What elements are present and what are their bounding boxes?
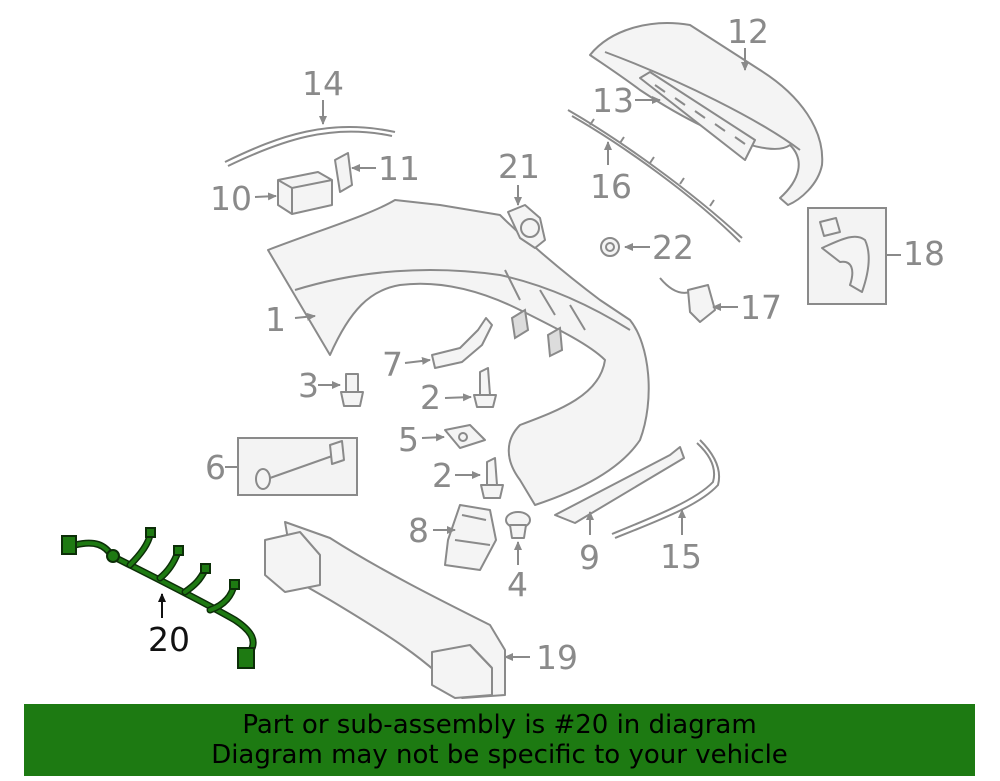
callout-15: 15 [660,537,702,576]
part-13-strip [639,71,756,161]
callout-2-lower: 2 [432,456,453,495]
callout-8: 8 [408,511,429,550]
part-5-clip [444,424,486,449]
callout-19: 19 [536,638,578,677]
callout-16: 16 [590,167,632,206]
callout-4: 4 [507,565,528,604]
part-16-trim [567,109,743,243]
part-8-shield [444,504,497,571]
callout-17: 17 [740,288,782,327]
part-20-wiring-harness [61,527,257,669]
part-17-sensor-bracket [659,277,716,323]
part-7-bracket [431,317,493,369]
callout-10: 10 [210,179,252,218]
callout-22: 22 [652,228,694,267]
callout-6: 6 [205,448,226,487]
part-19-impact-bar [264,521,506,699]
callout-5: 5 [398,420,419,459]
part-18-group [807,207,887,305]
part-2-screw-upper [473,367,497,408]
callout-21: 21 [498,147,540,186]
part-14-molding [224,126,396,167]
callout-9: 9 [579,538,600,577]
callout-leaders [158,48,901,661]
callout-1: 1 [265,300,286,339]
part-6-group [237,437,358,496]
callout-14: 14 [302,64,344,103]
banner-line-1: Part or sub-assembly is #20 in diagram [242,710,757,740]
callout-7: 7 [382,345,403,384]
callout-numbers: 1 2 2 3 4 5 6 7 8 9 10 11 12 13 14 15 16… [148,12,945,677]
part-2-screw-lower [480,457,504,499]
callout-18: 18 [903,234,945,273]
callout-13: 13 [592,81,634,120]
part-22-grommet [600,237,620,257]
callout-11: 11 [378,149,420,188]
part-10-module [277,171,333,215]
callout-12: 12 [727,12,769,51]
part-11-bracket [334,152,353,193]
callout-3: 3 [298,366,319,405]
info-banner: Part or sub-assembly is #20 in diagram D… [24,704,975,776]
part-3-bolt [340,373,364,407]
part-9-strip [554,446,685,524]
part-21-sensor [507,204,546,249]
banner-line-2: Diagram may not be specific to your vehi… [211,740,788,770]
callout-2-upper: 2 [420,378,441,417]
part-15-strip [611,439,720,539]
parts-diagram: 1 2 2 3 4 5 6 7 8 9 10 11 12 13 14 15 16… [61,12,945,699]
part-4-nut [505,511,531,539]
callout-20: 20 [148,620,190,659]
